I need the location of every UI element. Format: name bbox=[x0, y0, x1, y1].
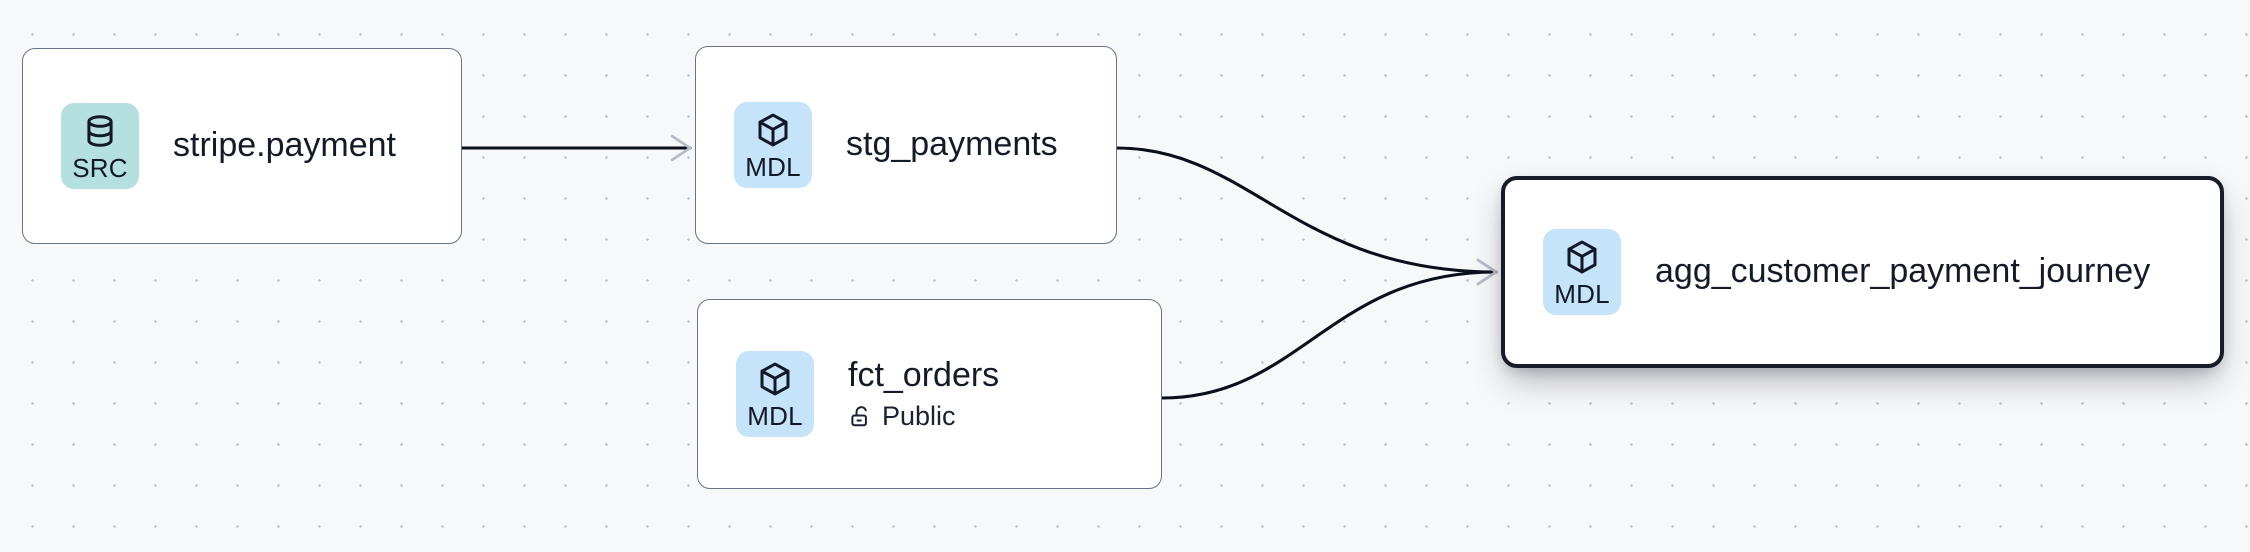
node-agg-customer-payment-journey[interactable]: MDL agg_customer_payment_journey bbox=[1501, 176, 2224, 368]
node-visibility-label: Public bbox=[882, 400, 956, 431]
cube-icon bbox=[1567, 240, 1597, 273]
database-icon bbox=[87, 114, 113, 147]
edge-stg-payments-to-agg-customer-payment-journey bbox=[1115, 146, 1498, 286]
node-fct-orders[interactable]: MDL fct_orders Public bbox=[697, 299, 1162, 489]
badge-label: MDL bbox=[747, 400, 803, 431]
node-body: stripe.payment bbox=[173, 126, 396, 165]
cube-icon bbox=[758, 113, 788, 146]
node-title: fct_orders bbox=[848, 356, 1000, 395]
node-body: stg_payments bbox=[846, 125, 1058, 164]
badge-label: SRC bbox=[72, 152, 128, 183]
node-body: fct_orders Public bbox=[848, 356, 1000, 431]
edge-fct-orders-to-agg-customer-payment-journey bbox=[1160, 258, 1498, 400]
cube-icon bbox=[760, 362, 790, 395]
badge-source: SRC bbox=[61, 103, 139, 189]
edge-stripe-payment-to-stg-payments bbox=[460, 134, 692, 162]
badge-model: MDL bbox=[1543, 229, 1621, 315]
badge-label: MDL bbox=[1554, 278, 1610, 309]
node-body: agg_customer_payment_journey bbox=[1655, 252, 2151, 291]
node-title: stg_payments bbox=[846, 125, 1058, 164]
unlock-icon bbox=[851, 405, 867, 426]
node-stripe-payment[interactable]: SRC stripe.payment bbox=[22, 48, 462, 244]
badge-model: MDL bbox=[734, 102, 812, 188]
node-visibility: Public bbox=[848, 400, 999, 431]
badge-model: MDL bbox=[736, 351, 814, 437]
node-stg-payments[interactable]: MDL stg_payments bbox=[695, 46, 1117, 244]
node-title: agg_customer_payment_journey bbox=[1655, 252, 2151, 291]
badge-label: MDL bbox=[745, 151, 801, 182]
node-title: stripe.payment bbox=[173, 126, 396, 165]
